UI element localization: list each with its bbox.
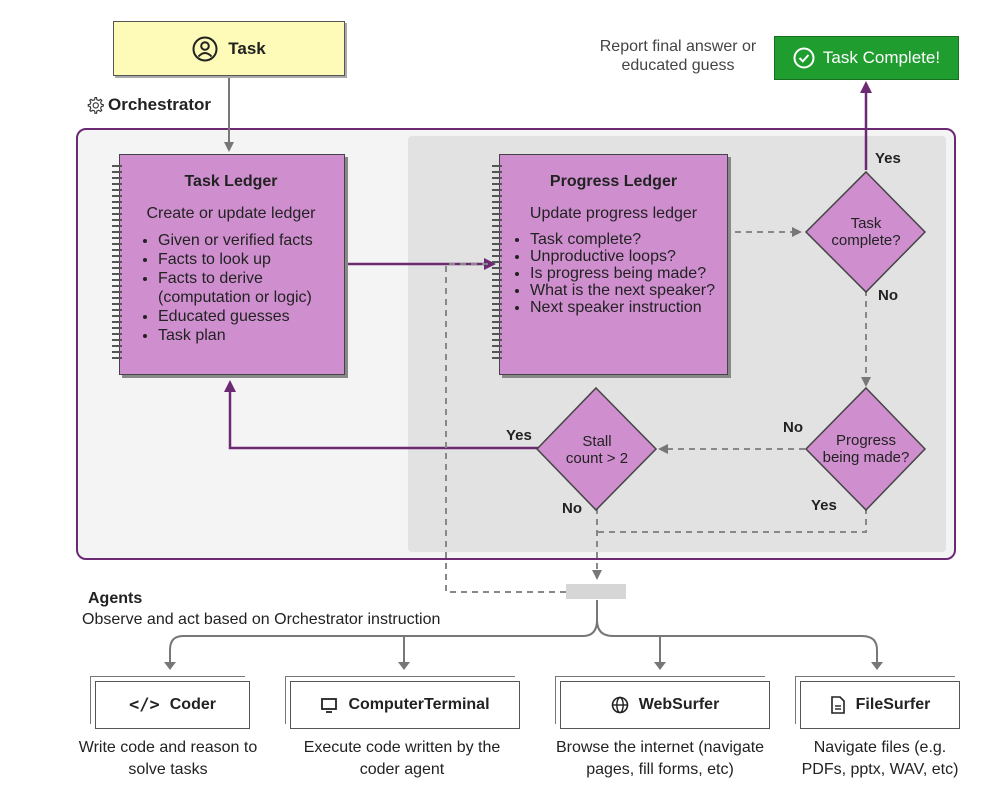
globe-icon (611, 696, 628, 714)
check-circle-icon (793, 47, 815, 69)
task-ledger-list: Given or verified facts Facts to look up… (128, 231, 334, 345)
task-complete-text: Task Complete! (822, 48, 941, 67)
list-item: Facts to derive (computation or logic) (158, 269, 334, 307)
file-icon (830, 696, 845, 714)
list-item: Is progress being made? (530, 265, 719, 282)
ledger-binding (492, 165, 502, 363)
agent-name: ComputerTerminal (348, 696, 490, 713)
progress-made-label: Progress being made? (822, 432, 910, 466)
agent-name: FileSurfer (855, 696, 931, 713)
agent-filesurfer: FileSurfer (800, 681, 960, 729)
yes-label: Yes (875, 150, 901, 167)
agent-name: Coder (169, 696, 216, 713)
no-label: No (878, 287, 898, 304)
yes-label: Yes (811, 497, 837, 514)
list-item: Facts to look up (158, 250, 334, 269)
agent-description: Navigate files (e.g. PDFs, pptx, WAV, et… (801, 739, 959, 778)
list-item: Task plan (158, 326, 334, 345)
agent-name: WebSurfer (638, 696, 720, 713)
orchestrator-label: Orchestrator (86, 95, 211, 115)
agents-return-path (445, 263, 566, 593)
orchestrator-title: Orchestrator (108, 95, 211, 114)
list-item: Unproductive loops? (530, 248, 719, 265)
ledger-binding (112, 165, 122, 363)
list-item: Given or verified facts (158, 231, 334, 250)
agent-description: Execute code written by the coder agent (303, 739, 501, 778)
progress-ledger-title: Progress Ledger (549, 173, 678, 190)
agents-subtitle: Observe and act based on Orchestrator in… (82, 611, 441, 628)
agent-dispatch-bar (566, 584, 626, 599)
task-label: Task (228, 38, 266, 58)
task-complete-diamond (804, 170, 927, 294)
progress-made-diamond (804, 386, 927, 512)
progress-ledger: Progress Ledger Update progress ledger T… (492, 154, 728, 375)
yes-label: Yes (506, 427, 532, 444)
agents-fanout (169, 600, 878, 665)
list-item: Task complete? (530, 231, 719, 248)
agents-title: Agents (88, 590, 143, 607)
gear-icon (87, 96, 104, 114)
no-label: No (783, 419, 803, 436)
list-item: Educated guesses (158, 307, 334, 326)
agent-description: Browse the internet (navigate pages, fil… (555, 739, 765, 778)
agent-coder: </> Coder (95, 681, 250, 729)
task-complete-badge: Task Complete! (774, 36, 959, 80)
agent-description: Write code and reason to solve tasks (78, 739, 258, 778)
progress-yes-path (597, 508, 867, 533)
user-icon (192, 36, 218, 61)
stall-count-diamond (535, 386, 658, 512)
list-item: What is the next speaker? (530, 282, 719, 299)
task-box: Task (113, 21, 345, 76)
code-icon: </> (129, 695, 160, 715)
stall-yes-to-ledger-path (224, 380, 538, 450)
agent-websurfer: WebSurfer (560, 681, 770, 729)
terminal-icon (321, 698, 338, 713)
progress-ledger-list: Task complete? Unproductive loops? Is pr… (508, 231, 719, 316)
task-ledger: Task Ledger Create or update ledger Give… (112, 154, 345, 375)
list-item: Next speaker instruction (530, 299, 719, 316)
no-label: No (562, 500, 582, 517)
report-text: Report final answer or educated guess (599, 38, 757, 74)
agent-computer-terminal: ComputerTerminal (290, 681, 520, 729)
stall-count-label: Stall count > 2 (565, 433, 629, 467)
progress-ledger-subtitle: Update progress ledger (529, 205, 698, 222)
task-ledger-title: Task Ledger (184, 173, 278, 190)
task-ledger-subtitle: Create or update ledger (146, 205, 316, 222)
task-complete-label: Task complete? (831, 215, 901, 249)
